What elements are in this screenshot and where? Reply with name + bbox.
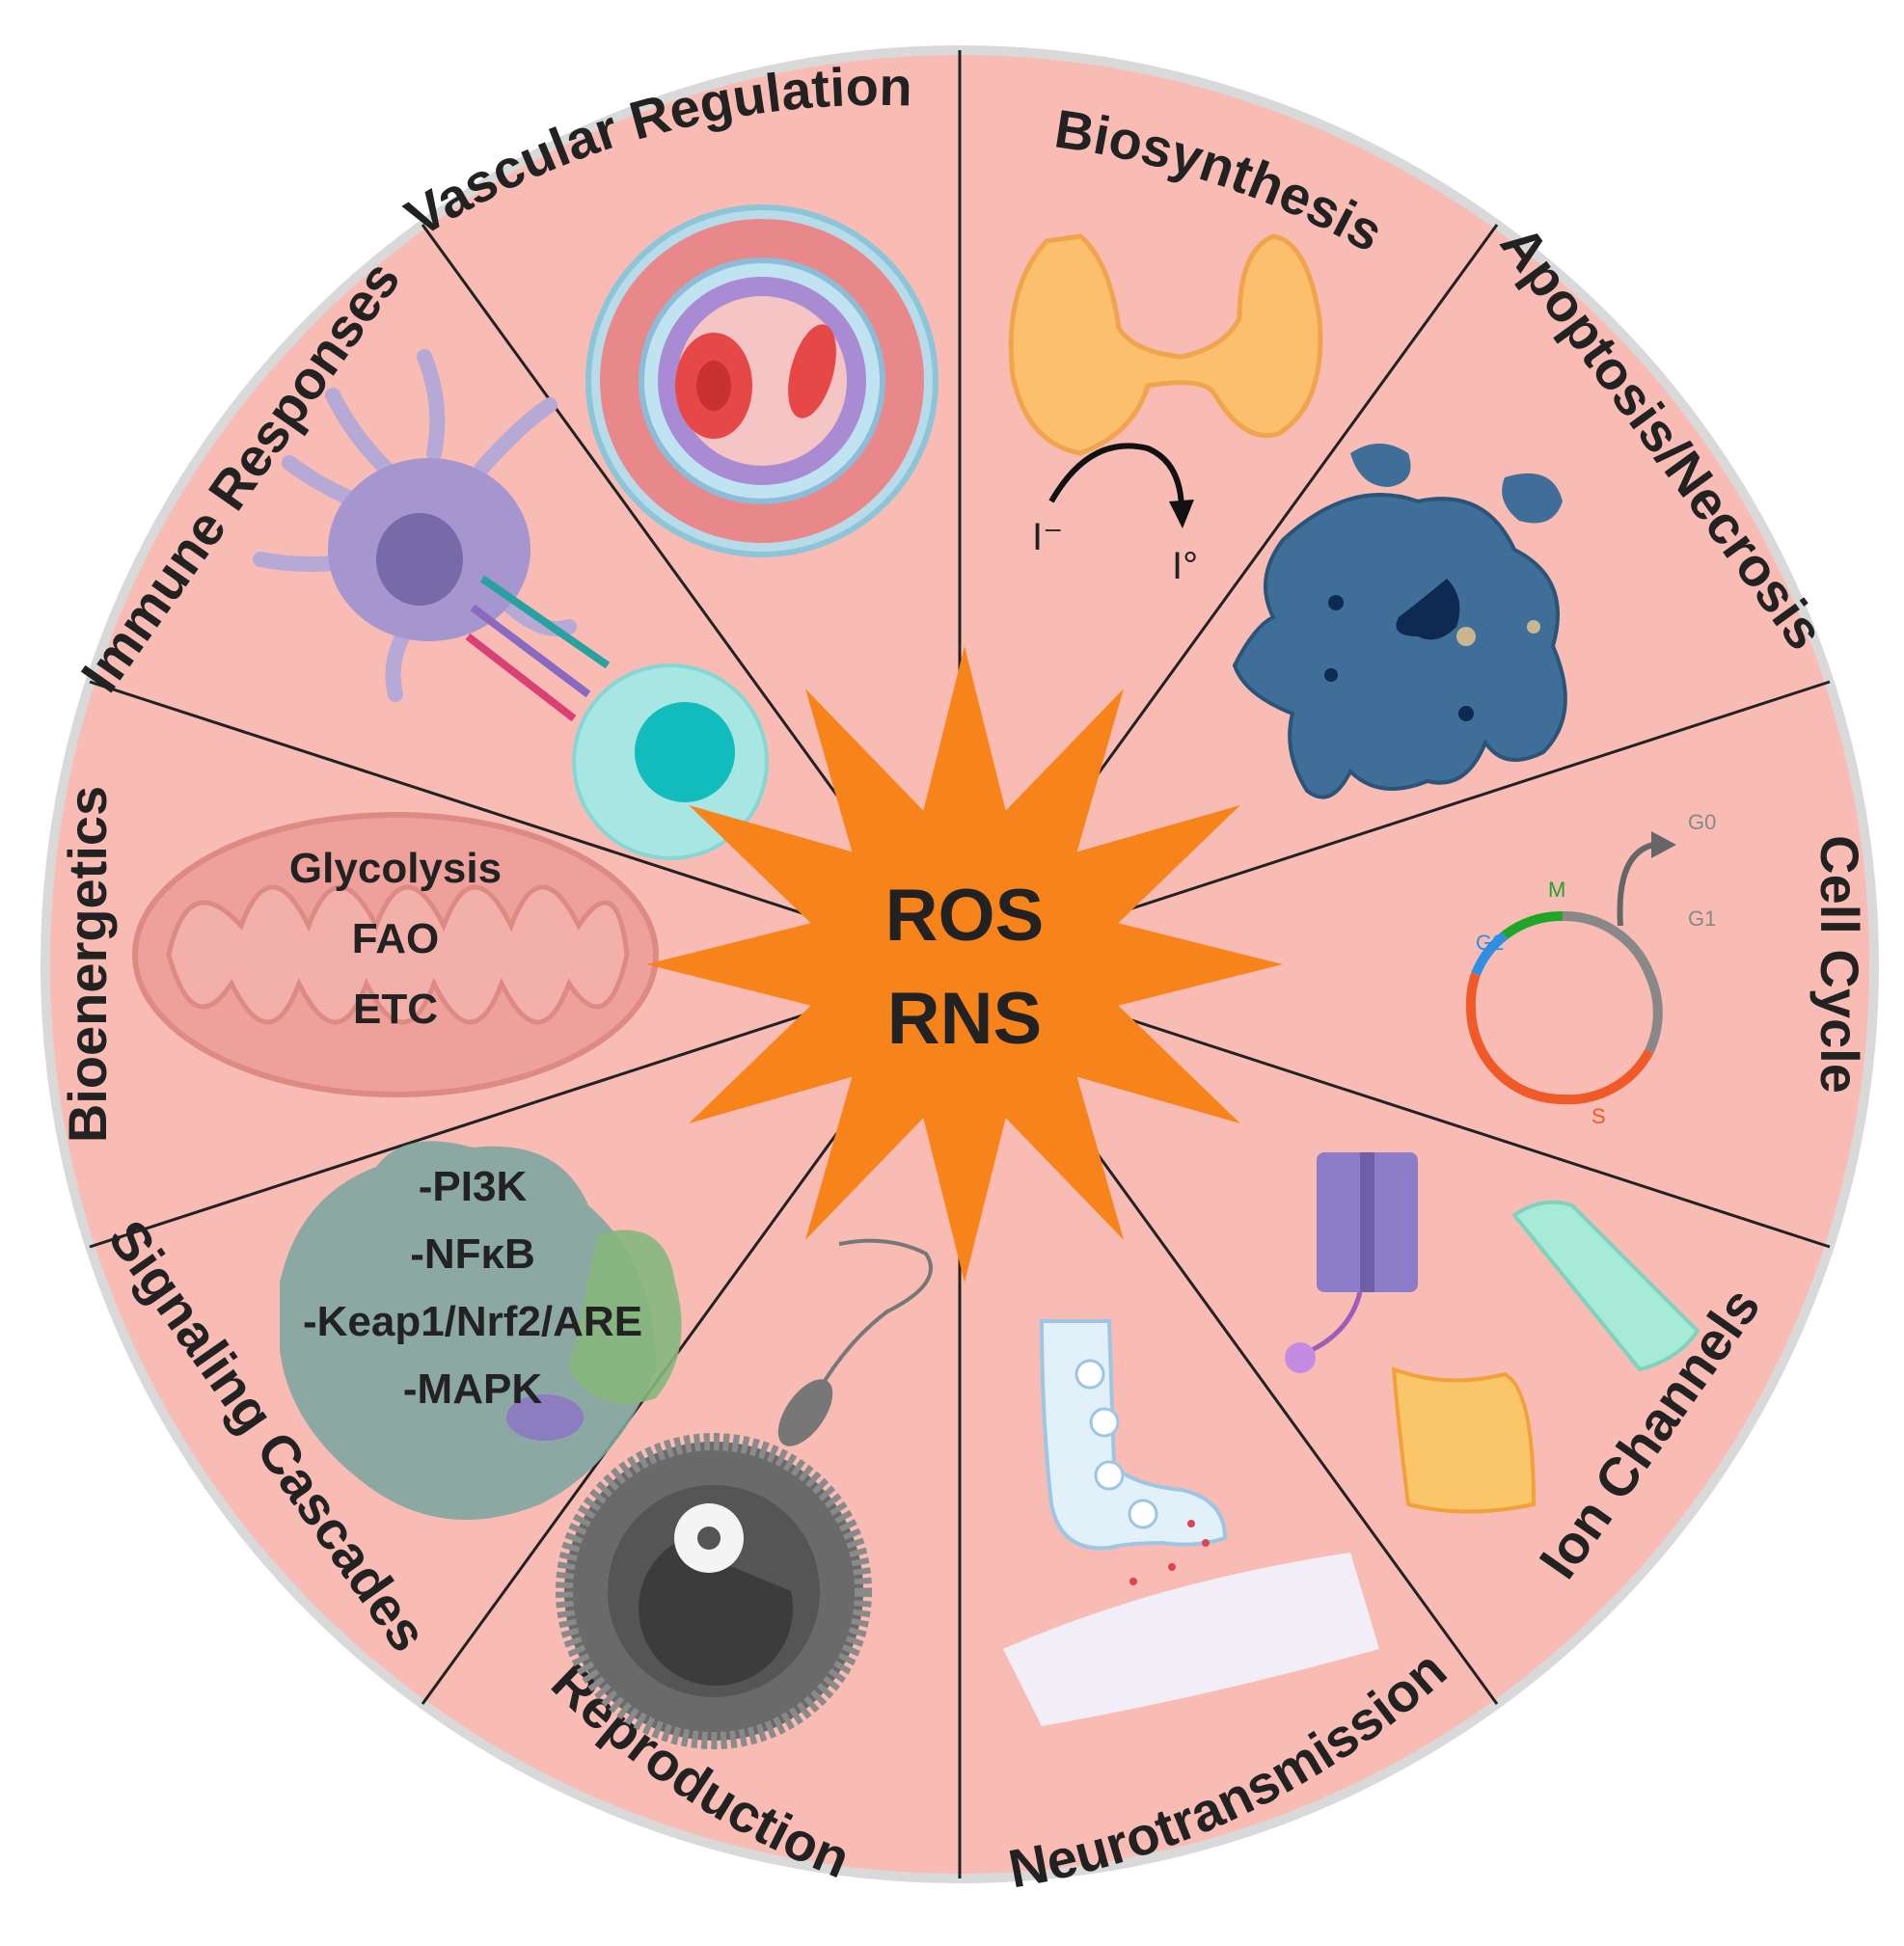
mitochondrion-icon — [132, 812, 659, 1097]
signaling-items: -PI3K -NFκB -Keap1/Nrf2/ARE -MAPK — [303, 1163, 642, 1413]
cell-cycle-g0-label: G0 — [1688, 810, 1716, 834]
signaling-item: -Keap1/Nrf2/ARE — [303, 1298, 642, 1345]
signaling-item: -MAPK — [403, 1365, 542, 1413]
center-starburst — [646, 646, 1283, 1283]
sperm-egg-icon — [556, 1238, 933, 1749]
segment-label-cell-cycle: Cell Cycle — [1809, 835, 1870, 1094]
cell-cycle-g2-label: G2 — [1476, 931, 1504, 955]
bioenergetics-item: ETC — [353, 986, 438, 1033]
thyroid-icon: I⁻ I° — [1008, 233, 1323, 587]
bioenergetics-item: Glycolysis — [289, 845, 502, 892]
synapse-icon — [1003, 1319, 1379, 1726]
blood-vessel-icon — [585, 204, 938, 557]
cell-cycle-m-label: M — [1548, 878, 1565, 902]
cell-cycle-s-label: S — [1591, 1104, 1606, 1128]
immune-synapse-icon — [253, 349, 769, 860]
ion-channel-icon — [1285, 1152, 1700, 1514]
bioenergetics-item: FAO — [352, 915, 439, 962]
protein-complex-icon — [280, 1141, 682, 1520]
cell-cycle-icon: G0 G1 S G2 M — [1465, 810, 1716, 1128]
iodide-label: I⁻ — [1032, 516, 1063, 558]
bioenergetics-items: Glycolysis FAO ETC — [289, 845, 502, 1033]
signaling-item: -NFκB — [410, 1230, 535, 1278]
cell-cycle-g1-label: G1 — [1688, 906, 1716, 931]
segment-label-bioenergetics: Bioenergetics — [57, 786, 118, 1143]
center-label-ros: ROS — [885, 875, 1045, 957]
signaling-item: -PI3K — [419, 1163, 528, 1210]
necrotic-cell-icon — [1232, 444, 1567, 799]
iodine-label: I° — [1172, 545, 1198, 587]
center-label-rns: RNS — [887, 978, 1042, 1060]
